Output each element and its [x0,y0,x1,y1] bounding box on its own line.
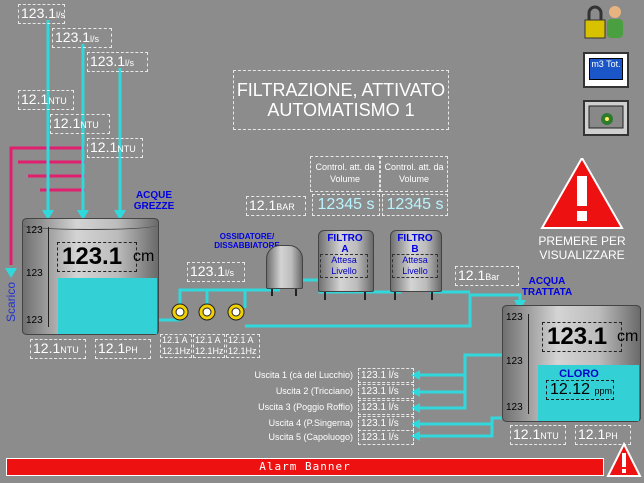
raw-tank-level: 123.1 [57,242,137,272]
raw-tank-label: ACQUE GREZZE [133,190,175,212]
filter-a-name: FILTRO A [327,233,363,255]
monitor-gear-icon [588,105,624,129]
treated-water-tank [502,305,641,422]
raw-tank-level-unit: cm [133,248,155,265]
warning-text: PREMERE PER VISUALIZZARE [538,234,626,262]
m3-total-label: m3 Tot. [589,58,623,80]
output-5-label: Uscita 5 (Capoluogo) [268,432,353,442]
output-2-label: Uscita 2 (Tricciano) [275,386,353,396]
alarm-banner-text: Alarm Banner [259,460,351,473]
volume-control-b-value: 12345 s [382,194,448,216]
alarm-button[interactable] [606,441,642,478]
pressure-in: 12.1BAR [246,196,306,216]
filter-a-status: Attesa Livello [320,254,368,278]
output-4-value: 123.1 l/s [358,416,414,431]
raw-scale-bot: 123 [26,315,43,326]
treated-scale-bot: 123 [506,402,523,413]
login-button[interactable] [583,2,627,40]
output-1-label: Uscita 1 (cà del Lucchio) [254,370,353,380]
m3-total-button[interactable]: m3 Tot. [583,52,629,88]
alarm-banner[interactable]: Alarm Banner [6,458,604,476]
ntu-input-3: 12.1NTU [87,138,143,158]
volume-control-b-label: Control. att. da Volume [380,156,448,192]
pump-icon [227,303,245,321]
raw-scale-top: 123 [26,225,43,236]
pump-2[interactable] [197,302,217,327]
page-title: FILTRAZIONE, ATTIVATO AUTOMATISMO 1 [233,70,449,130]
treated-tank-water-level [538,365,639,421]
chlorine-value: 12.12 ppm [546,380,614,400]
pump-icon [171,303,189,321]
pumps-flow: 123.1l/s [187,262,245,282]
volume-control-a-value: 12345 s [312,194,380,216]
output-3-label: Uscita 3 (Poggio Roffio) [258,402,353,412]
lock-user-icon [584,5,623,39]
treated-tank-level-unit: cm [617,328,639,345]
treated-tank-label: ACQUA TRATTATA [521,276,573,298]
warning-triangle-icon [540,155,624,229]
raw-ntu: 12.1NTU [30,339,86,359]
pump-1[interactable] [170,302,190,327]
treated-scale-mid: 123 [506,356,523,367]
ntu-input-1: 12.1NTU [18,90,74,110]
inflow-3: 123.1l/s [87,52,148,72]
treated-tank-level: 123.1 [542,322,622,352]
drain-label: Scarico [4,281,18,322]
oxidizer-label: OSSIDATORE/ DISSABBIATORE [214,232,280,250]
output-5-value: 123.1 l/s [358,430,414,445]
pressure-out: 12.1Bar [455,266,519,286]
output-2-value: 123.1 l/s [358,384,414,399]
treated-scale-top: 123 [506,312,523,323]
raw-water-tank [22,218,159,335]
volume-control-a-label: Control. att. da Volume [310,156,380,192]
filter-b-name: FILTRO B [397,233,433,255]
ntu-input-2: 12.1NTU [50,114,110,134]
inflow-1: 123.1l/s [18,4,65,24]
output-3-value: 123.1 l/s [358,400,414,415]
pump-icon [198,303,216,321]
pump-3[interactable] [226,302,246,327]
output-4-label: Uscita 4 (P.Singerna) [268,418,353,428]
treated-ph: 12.1PH [575,425,631,445]
warning-button[interactable] [540,155,624,230]
treated-ntu: 12.1NTU [510,425,566,445]
oxidizer-tank [266,245,303,289]
drain-label-container: Scarico [2,260,22,322]
filter-b-status: Attesa Livello [392,254,438,278]
filter-b-tank [390,230,442,292]
raw-tank-water-level [58,278,157,334]
filter-a-tank [318,230,374,292]
alarm-warning-icon [606,441,642,477]
output-1-value: 123.1 l/s [358,368,414,383]
raw-scale-mid: 123 [26,268,43,279]
chlorine-label: CLORO [559,368,599,380]
inflow-2: 123.1l/s [52,28,112,48]
raw-ph: 12.1PH [95,339,151,359]
screen-settings-button[interactable] [583,100,629,136]
